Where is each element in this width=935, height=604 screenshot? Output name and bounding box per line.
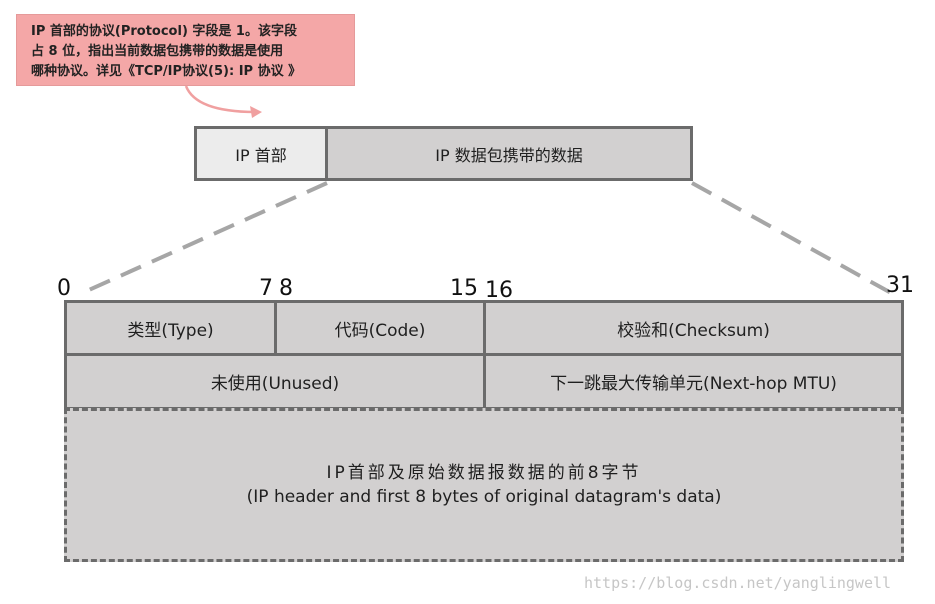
checksum-field-label: 校验和(Checksum) <box>617 320 770 341</box>
original-datagram-box: IP首部及原始数据报数据的前8字节 (IP header and first 8… <box>64 408 904 562</box>
ip-header-label: IP 首部 <box>235 145 287 165</box>
bit-16-label: 16 <box>485 278 513 303</box>
bit-7-label: 7 <box>259 276 273 301</box>
original-datagram-label-en: (IP header and first 8 bytes of original… <box>246 487 722 507</box>
original-datagram-label-zh: IP首部及原始数据报数据的前8字节 <box>326 463 642 483</box>
type-field: 类型(Type) <box>64 300 277 356</box>
next-hop-mtu-field: 下一跳最大传输单元(Next-hop MTU) <box>483 353 904 410</box>
bit-8-label: 8 <box>279 276 293 301</box>
callout-line-3: 哪种协议。详见《TCP/IP协议(5): IP 协议 》 <box>31 64 302 79</box>
type-field-label: 类型(Type) <box>127 320 214 341</box>
code-field: 代码(Code) <box>274 300 486 356</box>
ip-header-box: IP 首部 <box>194 126 328 181</box>
callout-line-2: 占 8 位，指出当前数据包携带的数据是使用 <box>31 44 284 59</box>
expand-line-left <box>79 181 328 296</box>
code-field-label: 代码(Code) <box>334 320 426 341</box>
bit-31-label: 31 <box>886 273 914 298</box>
checksum-field: 校验和(Checksum) <box>483 300 904 356</box>
protocol-note-callout: IP 首部的协议(Protocol) 字段是 1。该字段 占 8 位，指出当前数… <box>16 14 355 86</box>
source-watermark: https://blog.csdn.net/yanglingwell <box>584 574 892 592</box>
ip-data-box: IP 数据包携带的数据 <box>325 126 693 181</box>
unused-field-label: 未使用(Unused) <box>210 374 340 394</box>
callout-arrow-head <box>250 106 262 118</box>
expand-line-right <box>691 181 894 296</box>
bit-0-label: 0 <box>57 276 71 301</box>
ip-data-label: IP 数据包携带的数据 <box>435 145 583 165</box>
next-hop-mtu-field-label: 下一跳最大传输单元(Next-hop MTU) <box>550 374 837 394</box>
callout-line-1: IP 首部的协议(Protocol) 字段是 1。该字段 <box>31 24 297 39</box>
bit-15-label: 15 <box>450 276 478 301</box>
callout-arrow-line <box>184 85 257 114</box>
unused-field: 未使用(Unused) <box>64 353 486 410</box>
